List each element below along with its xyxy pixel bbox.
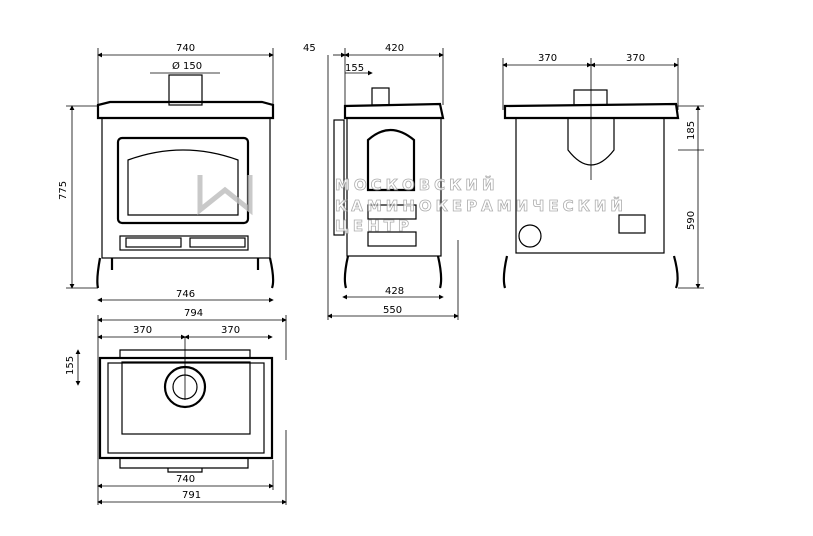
- rear-half-right: 370: [626, 53, 645, 64]
- top-total-width: 794: [184, 308, 203, 319]
- rear-upper-height: 185: [686, 121, 697, 140]
- front-width-base: 746: [176, 289, 195, 300]
- rear-lower-height: 590: [686, 211, 697, 230]
- flue-diameter: Ø 150: [172, 60, 202, 72]
- top-body-width: 740: [176, 474, 195, 485]
- side-depth-top: 420: [385, 43, 404, 54]
- side-total-depth: 550: [383, 305, 402, 316]
- front-view: 740 Ø 150 775 746: [58, 43, 275, 303]
- front-width-top: 740: [176, 43, 195, 54]
- side-leg-depth: 428: [385, 286, 404, 297]
- rear-view: 370 370 185 590: [502, 53, 704, 289]
- watermark: МОСКОВСКИЙ КАМИНОКЕРАМИЧЕСКИЙ ЦЕНТР: [197, 175, 627, 235]
- svg-text:МОСКОВСКИЙ: МОСКОВСКИЙ: [335, 175, 499, 194]
- svg-text:КАМИНОКЕРАМИЧЕСКИЙ: КАМИНОКЕРАМИЧЕСКИЙ: [335, 196, 627, 215]
- side-flue-offset: 155: [345, 63, 364, 74]
- front-height: 775: [58, 181, 69, 200]
- top-half-left: 370: [133, 325, 152, 336]
- side-view: 45 420 155 428 550: [303, 43, 459, 320]
- rear-half-left: 370: [538, 53, 557, 64]
- svg-text:ЦЕНТР: ЦЕНТР: [335, 217, 413, 235]
- side-offset: 45: [303, 43, 316, 54]
- top-base-width: 791: [182, 490, 201, 501]
- top-half-right: 370: [221, 325, 240, 336]
- top-flue-offset: 155: [65, 356, 76, 375]
- top-view: 794 370 370 155 740 791: [65, 308, 287, 505]
